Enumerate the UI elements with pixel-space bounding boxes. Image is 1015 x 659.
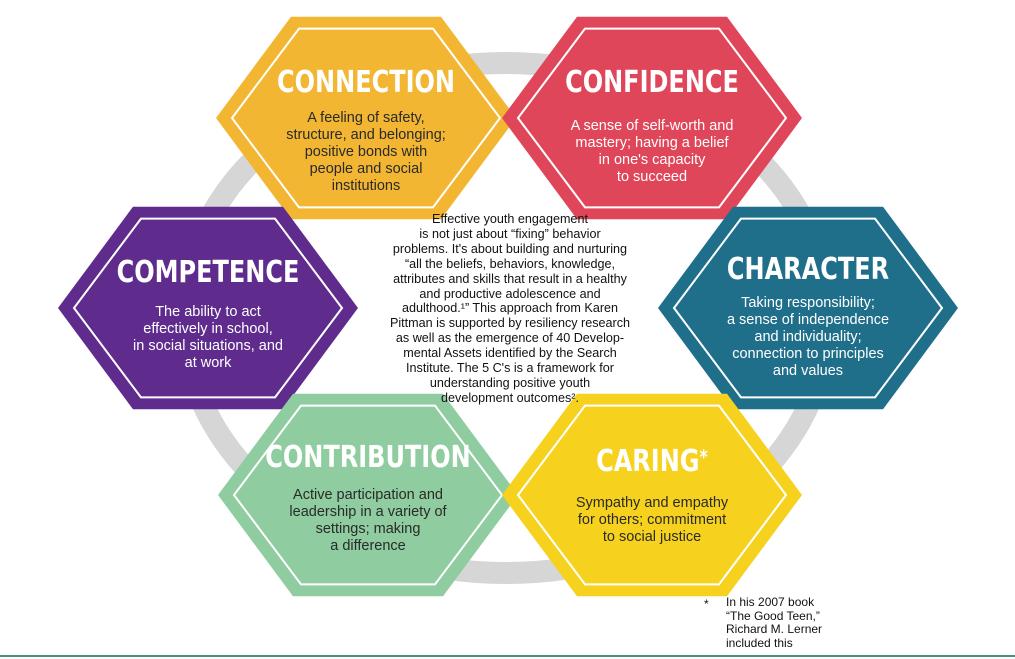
- character-hexagon: CHARACTER Taking responsibility; a sense…: [673, 255, 943, 380]
- character-hexagon-shape: [658, 206, 958, 410]
- footnote-asterisk: *: [704, 597, 709, 611]
- connection-hexagon-shape: [216, 16, 516, 220]
- connection-title: CONNECTION: [277, 65, 455, 100]
- confidence-title: CONFIDENCE: [565, 65, 739, 100]
- contribution-hexagon: CONTRIBUTION Active participation and le…: [218, 443, 518, 555]
- contribution-description: Active participation and leadership in a…: [289, 487, 447, 554]
- confidence-hexagon: CONFIDENCE A sense of self-worth and mas…: [517, 68, 787, 186]
- connection-hexagon: CONNECTION A feeling of safety, structur…: [231, 68, 501, 195]
- contribution-hexagon-shape: [218, 393, 518, 597]
- contribution-title: CONTRIBUTION: [265, 440, 471, 475]
- footnote-text: In his 2007 book “The Good Teen,” Richar…: [726, 595, 823, 650]
- confidence-description: A sense of self-worth and mastery; havin…: [570, 118, 734, 185]
- caring-hexagon-inner-outline: [516, 404, 788, 586]
- competence-description: The ability to act effectively in school…: [133, 304, 283, 371]
- confidence-hexagon-inner-outline: [516, 27, 788, 209]
- character-title: CHARACTER: [726, 252, 890, 287]
- bottom-divider: [0, 655, 1015, 657]
- caring-hexagon-shape: [502, 393, 802, 597]
- caring-title: CARING*: [544, 447, 760, 477]
- caring-title-text: CARING: [596, 444, 700, 479]
- connection-description: A feeling of safety, structure, and belo…: [286, 110, 446, 194]
- competence-title: COMPETENCE: [116, 255, 300, 290]
- character-hexagon-inner-outline: [672, 217, 944, 399]
- caring-description: Sympathy and empathy for others; commitm…: [575, 495, 729, 545]
- connection-hexagon-inner-outline: [230, 27, 502, 209]
- confidence-hexagon-shape: [502, 16, 802, 220]
- caring-hexagon: CARING* Sympathy and empathy for others;…: [517, 447, 787, 546]
- competence-hexagon: COMPETENCE The ability to act effectivel…: [73, 258, 343, 372]
- caring-title-asterisk: *: [699, 445, 708, 469]
- contribution-hexagon-inner-outline: [232, 404, 504, 586]
- competence-hexagon-inner-outline: [72, 217, 344, 399]
- competence-hexagon-shape: [58, 206, 358, 410]
- center-explanation-text: Effective youth engagement is not just a…: [389, 212, 631, 405]
- character-description: Taking responsibility; a sense of indepe…: [726, 295, 890, 379]
